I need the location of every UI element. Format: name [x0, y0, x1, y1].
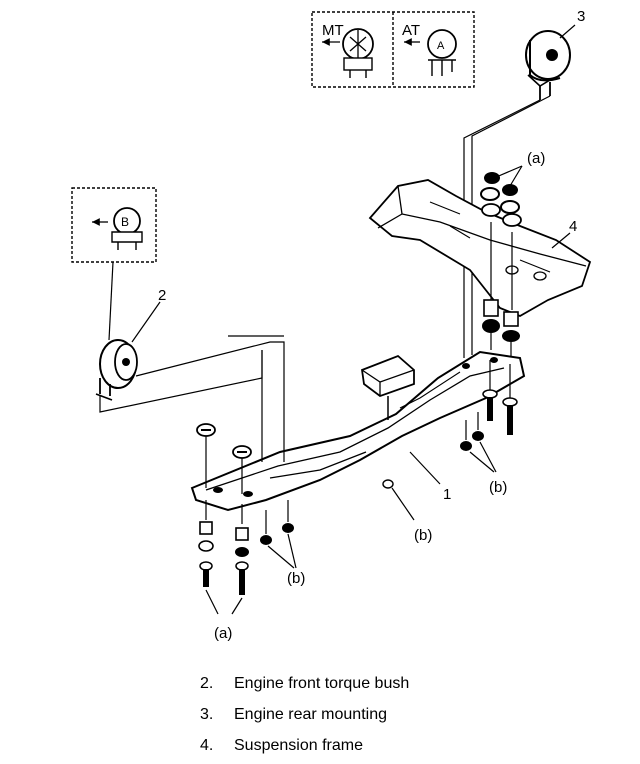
inset-at-letter: A: [437, 40, 445, 52]
rear-bush-stack: [480, 172, 522, 356]
callout-1: 1: [443, 486, 451, 503]
inset-mt-label: MT: [322, 22, 344, 39]
engine-front-torque-bush: [95, 339, 138, 401]
front-bush-inset: B: [71, 187, 157, 263]
callout-4: 4: [569, 218, 577, 235]
front-bush-stack: [196, 423, 294, 595]
legend-text: Engine rear mounting: [234, 705, 387, 723]
parts-legend: 2. Engine front torque bush 3. Engine re…: [200, 668, 620, 761]
legend-text: Engine front torque bush: [234, 674, 410, 692]
callout-b-left: (b): [287, 570, 305, 587]
suspension-frame: [368, 179, 592, 317]
inset-front-letter: B: [121, 215, 129, 229]
rear-mounting-inset: MT AT A: [311, 11, 475, 88]
legend-number: 2.: [200, 674, 214, 692]
callout-a-bottom: (a): [214, 625, 232, 642]
legend-item: 4. Suspension frame: [200, 730, 620, 761]
legend-item: 2. Engine front torque bush: [200, 668, 620, 699]
legend-number: 4.: [200, 736, 214, 754]
legend-text: Suspension frame: [234, 736, 363, 754]
callout-b-right: (b): [489, 479, 507, 496]
legend-item: 3. Engine rear mounting: [200, 699, 620, 730]
callout-b-center: (b): [414, 527, 432, 544]
inset-at-label: AT: [402, 22, 420, 39]
engine-rear-mounting: [525, 30, 571, 100]
legend-number: 3.: [200, 705, 214, 723]
callout-3: 3: [577, 8, 585, 25]
callout-2: 2: [158, 287, 166, 304]
rear-bolts: [460, 360, 518, 451]
callout-a-top: (a): [527, 150, 545, 167]
